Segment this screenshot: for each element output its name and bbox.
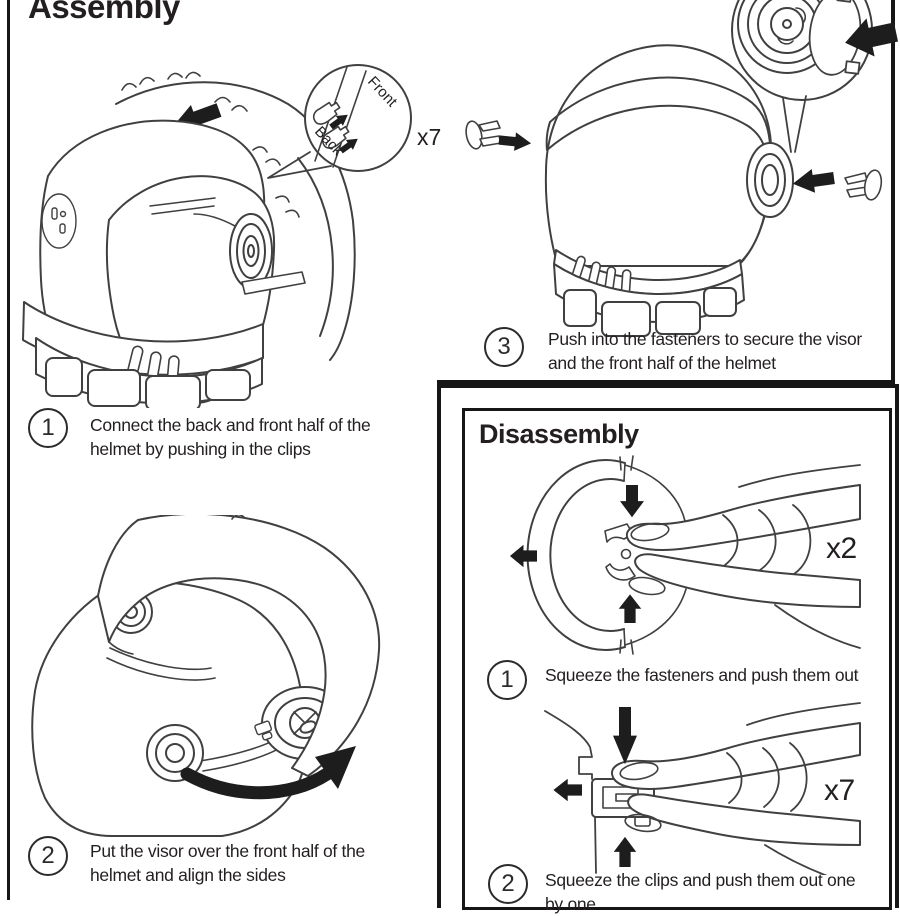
assembly-step2-text-line2: helmet and align the sides (90, 865, 286, 885)
magnifier-detail (731, 0, 900, 153)
disassembly-step2-text: Squeeze the clips and push them out one … (545, 868, 856, 916)
assembly-step1-text-line2: helmet by pushing in the clips (90, 439, 311, 459)
rotate-arrow-icon (180, 746, 356, 800)
push-in-arrow-icon (498, 130, 533, 153)
squeeze-down-arrow-icon (620, 485, 644, 518)
assembly-step2-text-line1: Put the visor over the front half of the (90, 841, 365, 861)
hand-drawing (611, 702, 861, 875)
disassembly-step1-text: Squeeze the fasteners and push them out (545, 663, 859, 687)
helmet-edge-drawing (544, 710, 597, 874)
helmet-collar-drawing (22, 301, 264, 408)
fastener-disc-drawing (526, 455, 687, 655)
helmet-side-drawing (544, 44, 773, 267)
squeeze-up-arrow-icon (618, 594, 642, 623)
disassembly-step1-text-line1: Squeeze the fasteners and push them out (545, 665, 859, 685)
disassembly-step2-text-line1: Squeeze the clips and push them out one (545, 870, 856, 890)
clip-count-label: x7 (417, 124, 442, 150)
helmet-back-half-drawing (115, 71, 356, 361)
fastener-plug-icon (465, 120, 502, 150)
assembly-step3-number-badge: 3 (484, 327, 524, 367)
assembly-step1-illustration: Front Back (22, 64, 412, 408)
disassembly-title: Disassembly (479, 419, 639, 449)
disassembly-step2-number-badge: 2 (488, 864, 528, 904)
side-disc-icon (746, 142, 794, 218)
helmet-collar-drawing (553, 249, 745, 337)
step3-section-box (437, 0, 895, 384)
assembly-step1-text-line1: Connect the back and front half of the (90, 415, 371, 435)
clip-icon (312, 101, 350, 149)
clip-count-label-disassembly: x7 (824, 774, 855, 807)
push-out-arrow-icon (553, 778, 582, 802)
assembly-step3-illustration (465, 0, 900, 337)
side-disc-icon (193, 213, 306, 295)
clip-tabs-icon (121, 71, 300, 218)
assembly-step2-illustration (31, 515, 381, 837)
assembly-step3-text-line2: and the front half of the helmet (548, 353, 776, 373)
assembly-step2-number-badge: 2 (28, 836, 68, 876)
hand-drawing (626, 464, 861, 649)
squeeze-up-arrow-icon (613, 836, 637, 867)
visor-drawing (97, 515, 381, 777)
disassembly-step2-text-line2: by one (545, 894, 596, 914)
push-out-arrow-icon (509, 544, 537, 568)
assembly-step2-text: Put the visor over the front half of the… (90, 839, 365, 887)
helmet-front-half-drawing (31, 580, 349, 837)
assembly-step3-text-line1: Push into the fasteners to secure the vi… (548, 329, 862, 349)
magnifier-detail: Front Back (267, 64, 412, 179)
page-left-border (7, 0, 10, 900)
assembly-step1-number-badge: 1 (28, 408, 68, 448)
fastener-plug-icon (844, 169, 883, 201)
push-in-arrow-icon (791, 166, 836, 196)
disassembly-step2-illustration (544, 702, 861, 875)
disassembly-step1-illustration (509, 455, 861, 655)
disassembly-outer-box (437, 384, 899, 908)
assembly-title: Assembly (28, 0, 180, 25)
assembly-step1-text: Connect the back and front half of the h… (90, 413, 371, 461)
squeeze-down-arrow-icon (613, 707, 637, 765)
assembly-step3-text: Push into the fasteners to secure the vi… (548, 327, 862, 375)
fastener-count-label: x2 (826, 532, 857, 565)
disassembly-step1-number-badge: 1 (487, 660, 527, 700)
